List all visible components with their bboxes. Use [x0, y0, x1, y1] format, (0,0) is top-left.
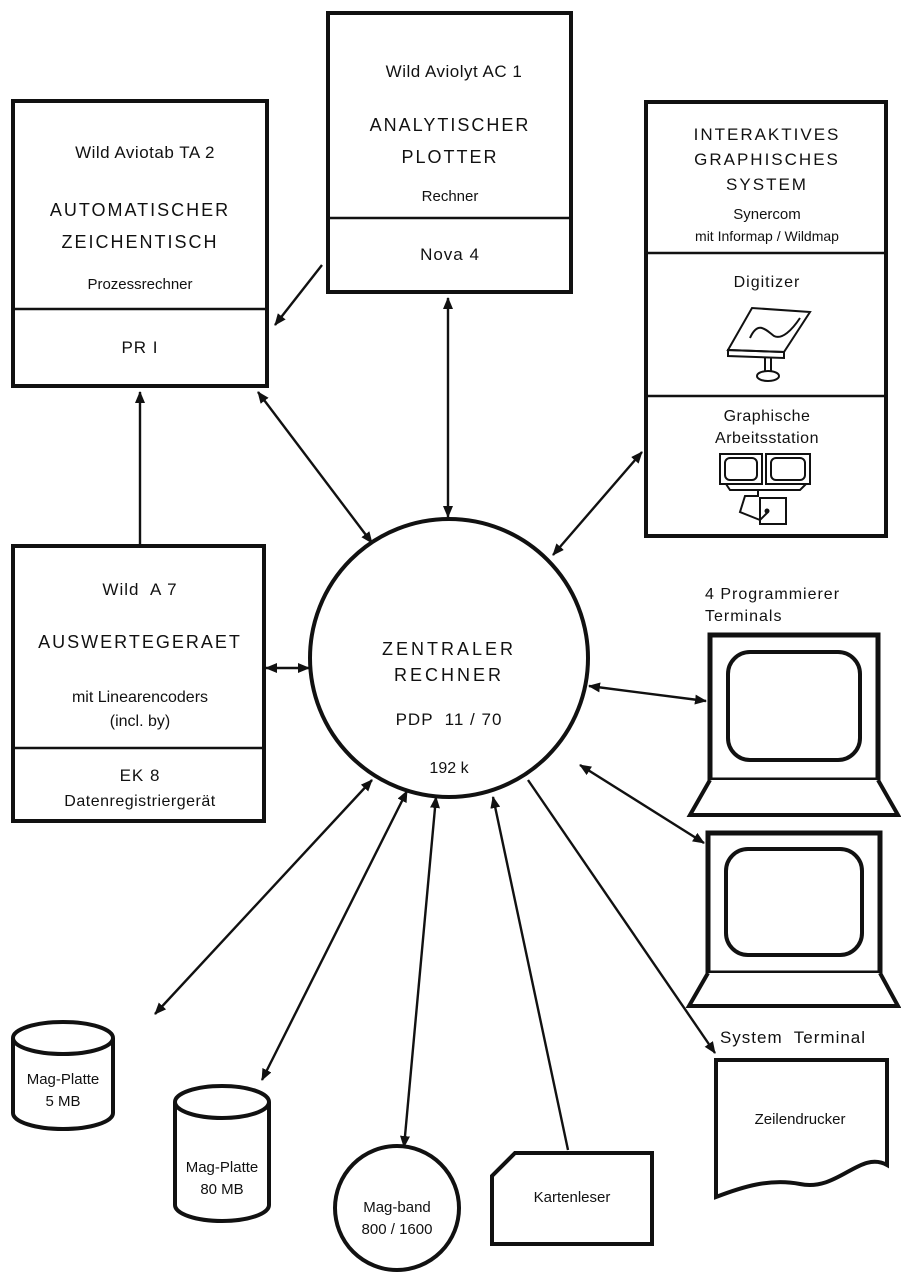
digitizer-label: Digitizer — [734, 274, 801, 291]
a7-recorder-2: Datenregistriergerät — [64, 793, 215, 810]
arrow-central-tape — [400, 796, 440, 1148]
card-reader: Kartenleser — [490, 1151, 654, 1246]
interactive-title-2: GRAPHISCHES — [694, 150, 840, 169]
disk-5mb: Mag-Platte 5 MB — [11, 1020, 115, 1131]
aviotab-box: Wild Aviotab TA 2 AUTOMATISCHER ZEICHENT… — [11, 99, 269, 388]
programmer-terminal-label-1: 4 Programmierer — [705, 586, 840, 603]
aviolyt-title-1: ANALYTISCHER — [370, 115, 531, 135]
interactive-software: mit Informap / Wildmap — [695, 228, 839, 244]
arrow-aviolyt-to-aviotab — [274, 264, 323, 326]
interactive-title-1: INTERAKTIVES — [694, 125, 841, 144]
aviolyt-box: Wild Aviolyt AC 1 ANALYTISCHER PLOTTER R… — [326, 11, 573, 294]
tape-label-1: Mag-band — [363, 1199, 431, 1216]
central-title-1: ZENTRALER — [382, 639, 516, 659]
central-title-2: RECHNER — [394, 665, 504, 685]
a7-recorder-1: EK 8 — [120, 766, 161, 785]
programmer-terminal-label-2: Terminals — [705, 608, 782, 625]
aviotab-title-2: ZEICHENTISCH — [61, 232, 218, 252]
arrow-central-aviotab — [257, 391, 373, 544]
aviolyt-title-2: PLOTTER — [401, 147, 498, 167]
disk-80mb: Mag-Platte 80 MB — [173, 1084, 271, 1223]
arrow-central-interactive — [552, 451, 643, 556]
workstation-icon — [719, 453, 811, 525]
connectors — [135, 264, 716, 1151]
system-terminal-label: System Terminal — [720, 1028, 866, 1047]
interactive-system-box: INTERAKTIVES GRAPHISCHES SYSTEM Synercom… — [644, 100, 888, 538]
aviotab-name: Wild Aviotab TA 2 — [75, 143, 215, 162]
a7-box: Wild A 7 AUSWERTEGERAET mit Linearencode… — [11, 544, 266, 823]
interactive-title-3: SYSTEM — [726, 175, 808, 194]
aviotab-computer: PR I — [121, 338, 158, 357]
central-memory: 192 k — [429, 760, 469, 777]
a7-detail-1: mit Linearencoders — [72, 689, 208, 706]
disk-5mb-label-1: Mag-Platte — [27, 1071, 100, 1088]
workstation-label-2: Arbeitsstation — [715, 430, 819, 447]
magnetic-tape: Mag-band 800 / 1600 — [333, 1144, 461, 1272]
aviolyt-computer: Nova 4 — [420, 245, 480, 264]
interactive-vendor: Synercom — [733, 206, 801, 223]
aviotab-subtitle: Prozessrechner — [87, 276, 192, 293]
system-terminal: System Terminal — [685, 830, 901, 1047]
aviotab-title-1: AUTOMATISCHER — [50, 200, 230, 220]
tape-label-2: 800 / 1600 — [362, 1221, 433, 1238]
aviolyt-subtitle: Rechner — [422, 188, 479, 205]
workstation-label-1: Graphische — [724, 408, 811, 425]
printer-label: Zeilendrucker — [755, 1111, 846, 1128]
programmer-terminal: 4 Programmierer Terminals — [686, 586, 901, 817]
arrow-card-reader-to-central — [490, 796, 570, 1151]
digitizer-icon — [726, 306, 812, 382]
disk-80mb-label-1: Mag-Platte — [186, 1159, 259, 1176]
a7-title: AUSWERTEGERAET — [38, 632, 242, 652]
arrow-central-system-terminal — [579, 763, 705, 845]
card-reader-label: Kartenleser — [534, 1189, 611, 1206]
arrow-central-to-printer — [527, 779, 716, 1054]
central-model: PDP 11 / 70 — [396, 710, 503, 729]
aviolyt-name: Wild Aviolyt AC 1 — [386, 62, 523, 81]
arrow-central-disk80 — [260, 790, 409, 1081]
a7-name: Wild A 7 — [102, 580, 177, 599]
disk-80mb-label-2: 80 MB — [200, 1181, 243, 1198]
arrow-central-programmer-terminal — [588, 682, 707, 705]
line-printer: Zeilendrucker — [714, 1058, 889, 1200]
central-computer: ZENTRALER RECHNER PDP 11 / 70 192 k — [308, 517, 590, 799]
a7-detail-2: (incl. by) — [110, 713, 170, 730]
disk-5mb-label-2: 5 MB — [45, 1093, 80, 1110]
